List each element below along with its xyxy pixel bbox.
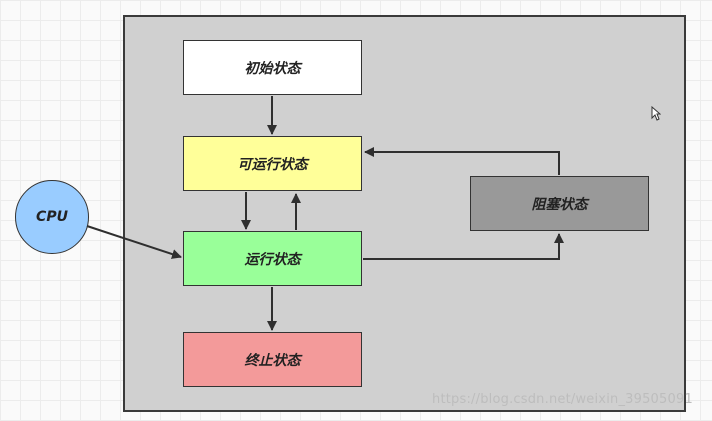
arrow-running-to-blocked xyxy=(363,233,564,260)
runnable-state-node: 可运行状态 xyxy=(183,136,362,191)
watermark-text: https://blog.csdn.net/weixin_39505091 xyxy=(432,392,693,407)
runnable-state-label: 可运行状态 xyxy=(237,156,308,173)
blocked-state-node: 阻塞状态 xyxy=(470,176,649,231)
arrow-blocked-to-runnable xyxy=(364,147,560,175)
cpu-node: CPU xyxy=(15,180,89,254)
arrow-cpu-to-running xyxy=(86,225,182,259)
running-state-node: 运行状态 xyxy=(183,231,362,286)
terminated-state-node: 终止状态 xyxy=(183,332,362,387)
mouse-cursor-icon xyxy=(651,106,661,121)
cpu-label: CPU xyxy=(36,209,68,225)
initial-state-node: 初始状态 xyxy=(183,40,362,95)
running-state-label: 运行状态 xyxy=(244,251,301,268)
terminated-state-label: 终止状态 xyxy=(244,352,301,369)
blocked-state-label: 阻塞状态 xyxy=(531,196,588,213)
initial-state-label: 初始状态 xyxy=(244,60,301,77)
